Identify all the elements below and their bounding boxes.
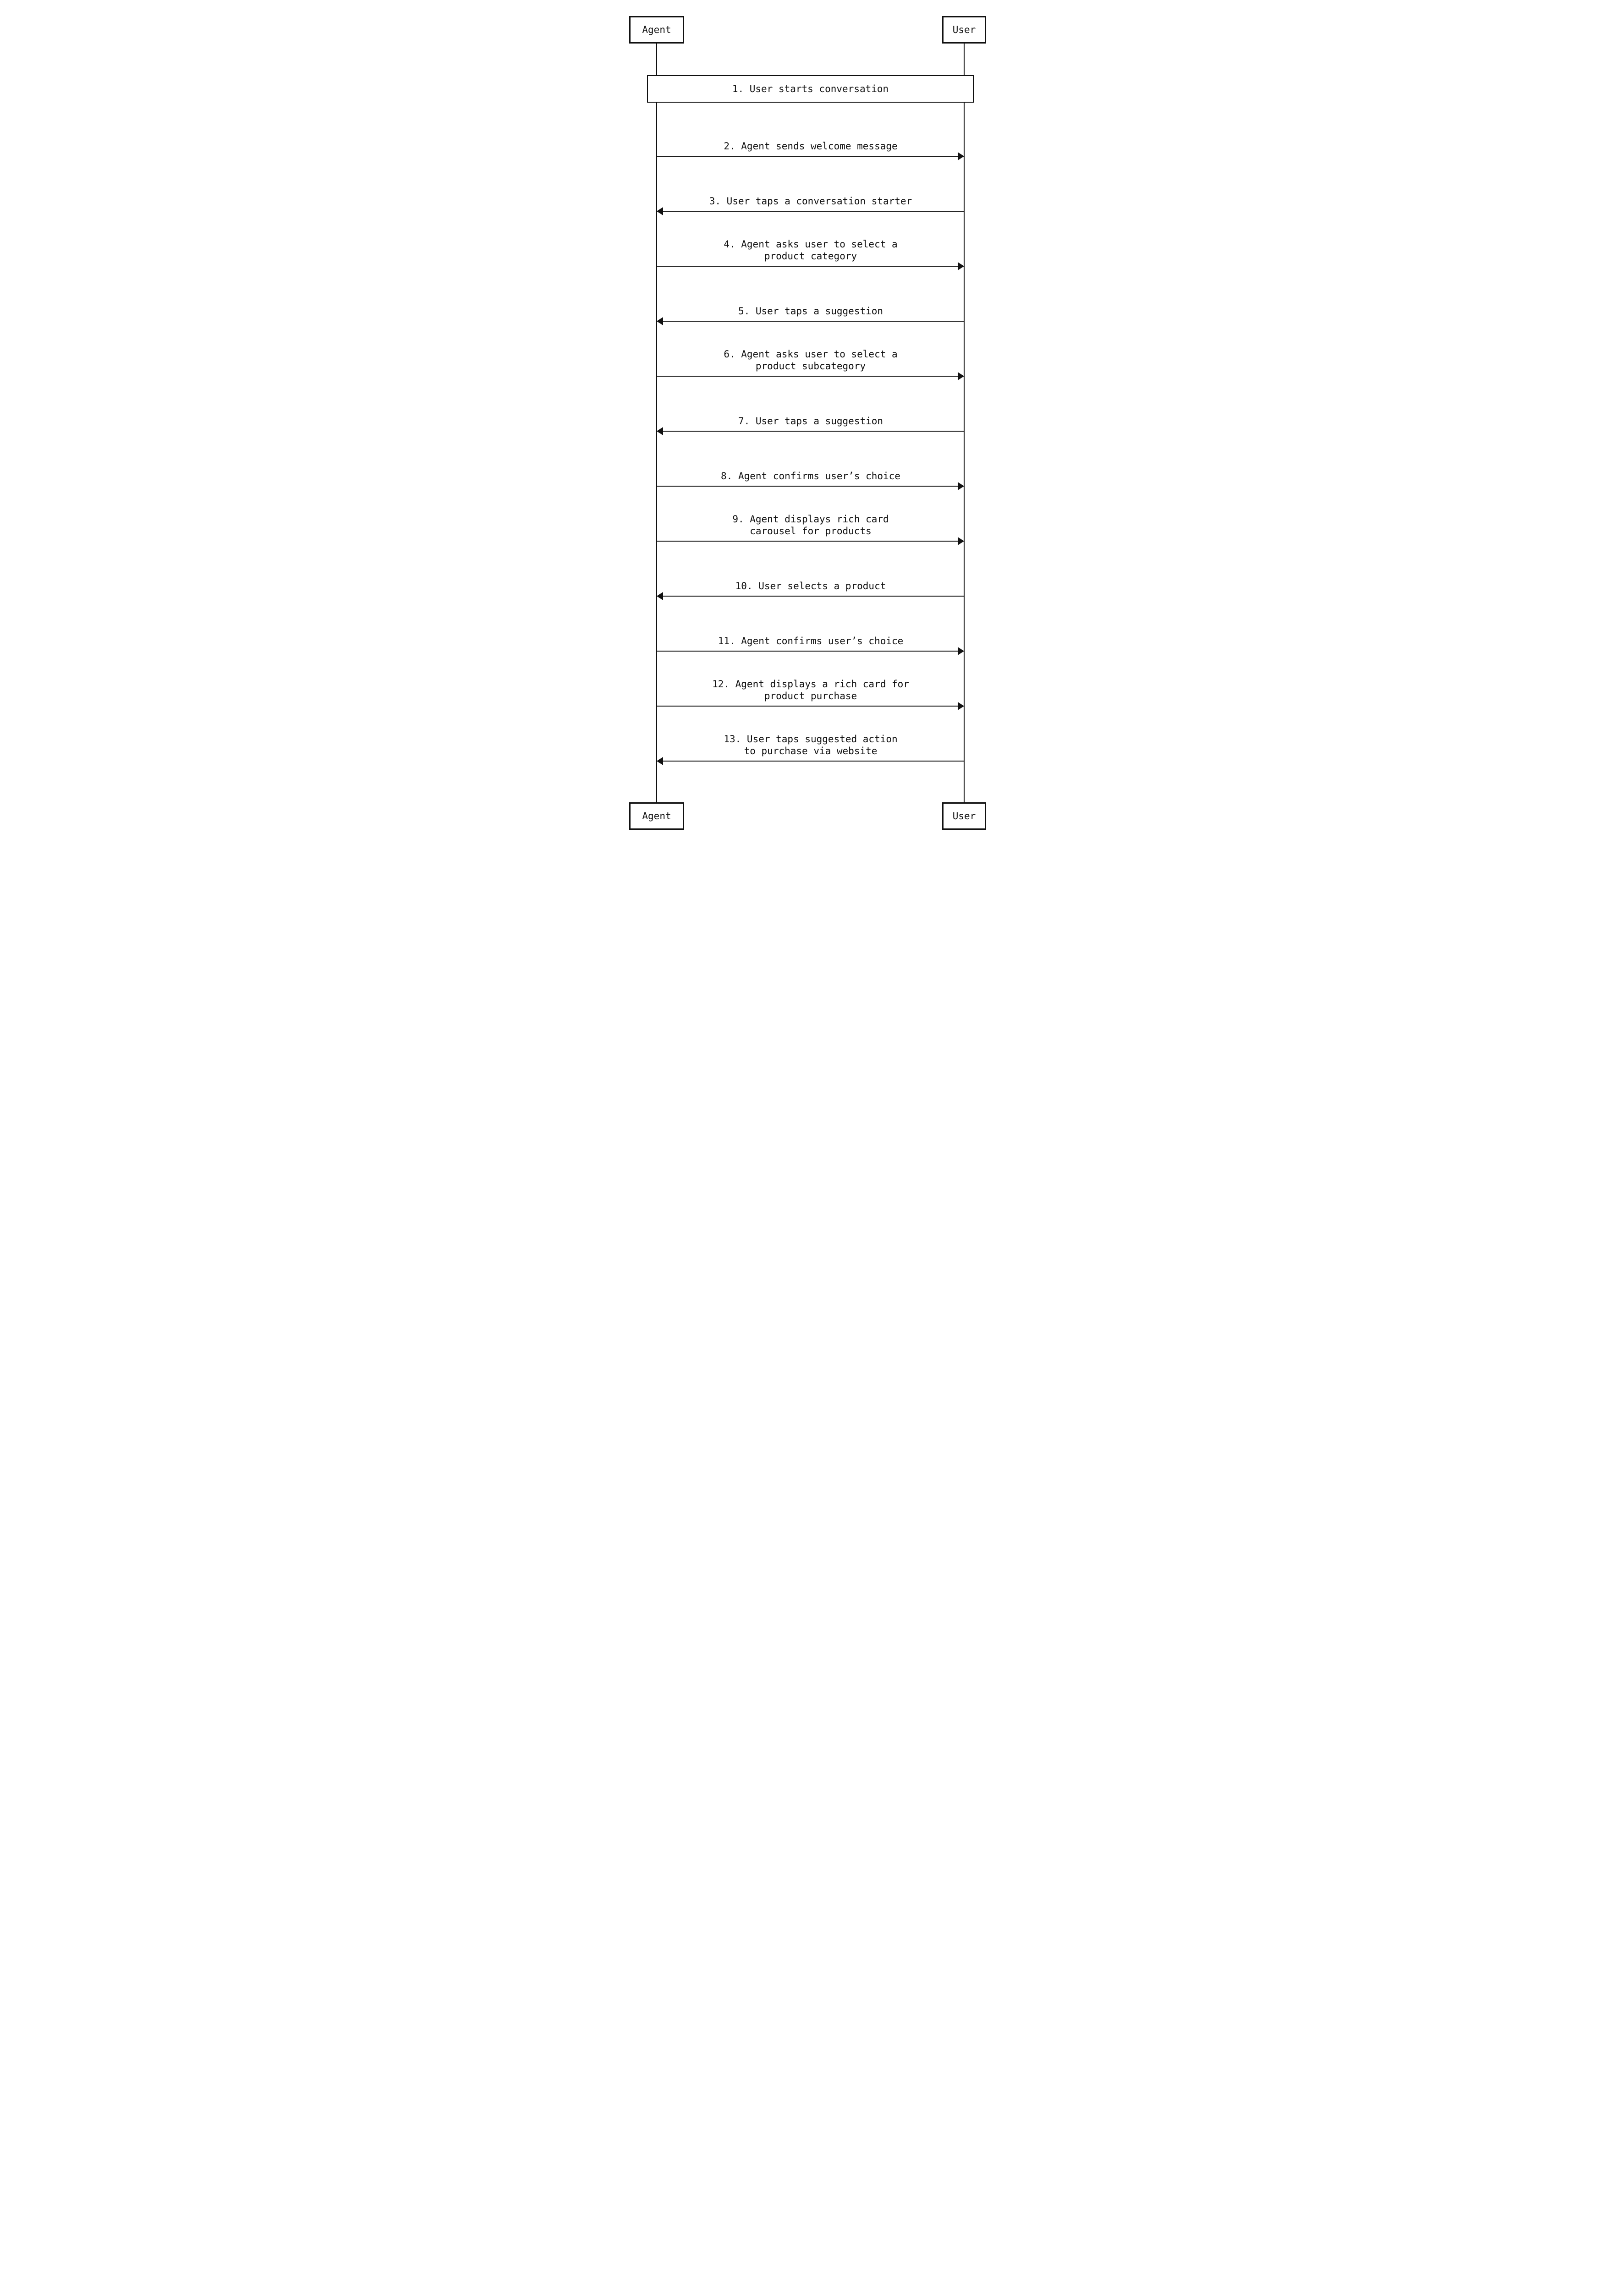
- arrowhead-icon: [657, 427, 663, 435]
- message-arrow-line: [657, 761, 964, 762]
- message-arrow-line: [657, 596, 964, 597]
- note-label: 1. User starts conversation: [732, 83, 889, 94]
- message-label: 3. User taps a conversation starter: [709, 195, 912, 207]
- sequence-diagram: Agent User 1. User starts conversation 2…: [609, 0, 1015, 852]
- lifeline-user: [964, 44, 965, 802]
- message-label: 2. Agent sends welcome message: [724, 140, 898, 152]
- message-label: 11. Agent confirms user’s choice: [718, 635, 904, 647]
- message-arrow-line: [657, 651, 964, 652]
- actor-box-agent-bottom: Agent: [629, 802, 684, 830]
- message-label: 7. User taps a suggestion: [738, 415, 883, 427]
- message-arrow-line: [657, 156, 964, 157]
- message-arrow-line: [657, 486, 964, 487]
- message-arrow-line: [657, 431, 964, 432]
- actor-box-agent-top: Agent: [629, 16, 684, 44]
- arrowhead-icon: [958, 537, 964, 545]
- actor-label-agent-bottom: Agent: [642, 811, 671, 822]
- message-label: 5. User taps a suggestion: [738, 305, 883, 317]
- actor-label-agent-top: Agent: [642, 24, 671, 35]
- actor-box-user-bottom: User: [942, 802, 986, 830]
- actor-box-user-top: User: [942, 16, 986, 44]
- arrowhead-icon: [958, 372, 964, 380]
- arrowhead-icon: [958, 482, 964, 490]
- arrowhead-icon: [657, 592, 663, 600]
- message-label: 12. Agent displays a rich card for produ…: [708, 678, 913, 702]
- message-label: 4. Agent asks user to select a product c…: [708, 238, 913, 262]
- message-arrow-line: [657, 321, 964, 322]
- arrowhead-icon: [958, 152, 964, 160]
- message-label: 6. Agent asks user to select a product s…: [708, 348, 913, 372]
- arrowhead-icon: [657, 317, 663, 325]
- message-arrow-line: [657, 376, 964, 377]
- arrowhead-icon: [958, 647, 964, 655]
- message-arrow-line: [657, 706, 964, 707]
- lifeline-agent: [656, 44, 657, 802]
- message-arrow-line: [657, 541, 964, 542]
- message-arrow-line: [657, 211, 964, 212]
- message-label: 9. Agent displays rich card carousel for…: [708, 513, 913, 537]
- arrowhead-icon: [958, 702, 964, 710]
- actor-label-user-top: User: [952, 24, 976, 35]
- message-label: 13. User taps suggested action to purcha…: [724, 733, 898, 757]
- note-band: 1. User starts conversation: [647, 75, 974, 103]
- message-arrow-line: [657, 266, 964, 267]
- actor-label-user-bottom: User: [952, 811, 976, 822]
- arrowhead-icon: [657, 207, 663, 215]
- arrowhead-icon: [657, 757, 663, 765]
- message-label: 10. User selects a product: [735, 580, 886, 592]
- message-label: 8. Agent confirms user’s choice: [721, 470, 900, 482]
- arrowhead-icon: [958, 262, 964, 270]
